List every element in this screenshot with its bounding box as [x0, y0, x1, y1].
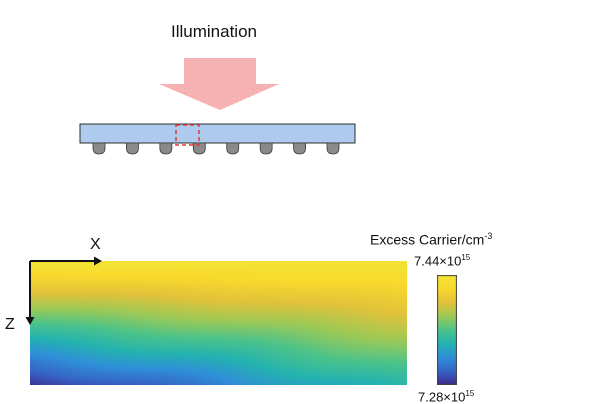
colorbar: [437, 275, 457, 385]
colorbar-title-exponent: -3: [484, 231, 493, 241]
contact-bump: [126, 142, 139, 155]
illumination-arrow: [159, 58, 279, 110]
colorbar-min-label: 7.28×1015: [418, 389, 474, 404]
z-axis-arrowhead: [25, 317, 35, 325]
contact-bump: [326, 142, 340, 155]
contact-group: [92, 142, 340, 155]
contact-bump: [259, 142, 273, 155]
wafer: [79, 123, 356, 144]
x-axis-label: X: [90, 236, 101, 253]
colorbar-title: Excess Carrier/cm-3: [370, 231, 492, 248]
contact-bump: [293, 142, 306, 155]
colorbar-min-exponent: 15: [465, 389, 475, 398]
carrier-density-map: [30, 261, 407, 385]
contact-bump: [159, 142, 173, 155]
colorbar-title-text: Excess Carrier/cm: [370, 231, 485, 248]
colorbar-max-exponent: 15: [461, 253, 471, 262]
contact-bump: [226, 142, 240, 155]
illumination-label: Illumination: [171, 22, 257, 41]
contact-bump: [92, 142, 106, 155]
colorbar-min-value: 7.28×10: [418, 389, 466, 404]
colorbar-max-value: 7.44×10: [414, 253, 462, 269]
z-axis-label: Z: [5, 316, 15, 333]
x-axis-arrowhead: [94, 256, 102, 266]
colorbar-max-label: 7.44×1015: [414, 253, 470, 268]
